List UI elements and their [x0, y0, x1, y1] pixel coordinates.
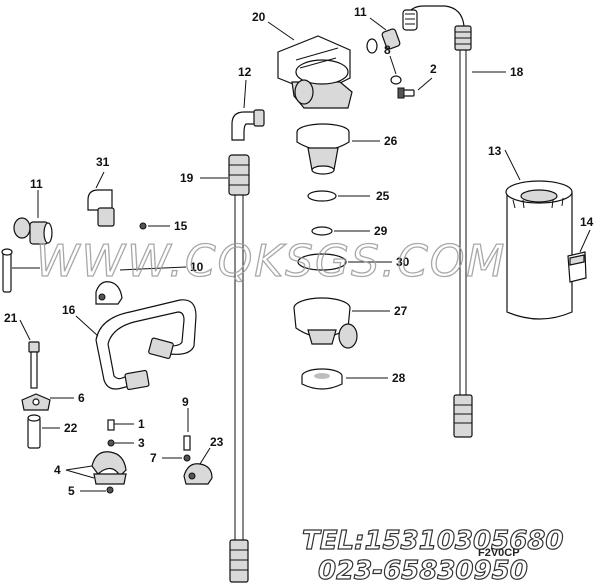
housing-27 [293, 297, 358, 349]
callout-10: 10 [190, 260, 204, 274]
filter-head-20 [277, 35, 353, 109]
bolt-21 [28, 341, 40, 389]
callout-2: 2 [430, 62, 437, 76]
spacer-22 [27, 414, 41, 449]
callout-16: 16 [62, 303, 76, 317]
callout-8: 8 [384, 43, 391, 57]
label-sheet-14 [567, 251, 587, 283]
adapter-26 [296, 123, 350, 175]
callout-30: 30 [396, 255, 410, 269]
callout-6: 6 [78, 391, 85, 405]
callout-9: 9 [182, 395, 189, 409]
nut-28 [301, 368, 343, 390]
callout-27: 27 [394, 304, 408, 318]
callout-13: 13 [488, 144, 502, 158]
callout-labels: 20 11 8 2 18 12 26 19 31 11 25 13 15 29 … [4, 5, 594, 498]
callout-5: 5 [68, 484, 75, 498]
callout-20: 20 [252, 10, 266, 24]
drawing-code: F2V0CP [478, 547, 520, 559]
fitting-11-top [366, 28, 401, 54]
tube-19 [228, 154, 250, 583]
o-ring-25 [307, 190, 337, 202]
tube-16 [95, 299, 197, 391]
fitting-11-left [13, 217, 53, 245]
seal-29 [311, 226, 333, 236]
elbow-fitting-12 [231, 109, 265, 141]
callout-18: 18 [510, 65, 524, 79]
callout-25: 25 [376, 189, 390, 203]
callout-11-left: 11 [30, 177, 43, 191]
callout-21: 21 [4, 311, 18, 325]
callout-23: 23 [210, 435, 224, 449]
contact-tel: TEL:15310305680 [302, 526, 563, 556]
leader-lines [12, 17, 591, 492]
bolt-2 [397, 87, 415, 99]
callout-19: 19 [180, 171, 194, 185]
clamp-6 [21, 393, 51, 411]
gasket-30 [297, 253, 347, 271]
washer-8 [390, 75, 402, 85]
callout-11-top: 11 [354, 5, 367, 19]
clamp-23 [183, 463, 213, 485]
contact-phone: 023-65830950 [318, 556, 528, 585]
pin-21-top [1, 248, 13, 293]
bracket-assembly-4 [91, 419, 127, 494]
watermark: WWW.CQKSGS.COM [36, 236, 506, 287]
callout-15: 15 [174, 219, 188, 233]
filter-cartridge-13 [505, 180, 573, 320]
callout-14: 14 [580, 215, 594, 229]
callout-31: 31 [96, 155, 110, 169]
callout-3: 3 [138, 436, 145, 450]
plug-15 [139, 222, 147, 230]
callout-7: 7 [150, 451, 157, 465]
callout-29: 29 [374, 224, 388, 238]
callout-4: 4 [54, 463, 61, 477]
elbow-fitting-31 [87, 189, 115, 227]
callout-12: 12 [238, 65, 252, 79]
callout-22: 22 [64, 421, 78, 435]
callout-1: 1 [138, 417, 145, 431]
tube-18 [402, 5, 473, 438]
callout-28: 28 [392, 371, 406, 385]
bolt-9 [183, 435, 191, 462]
clamp-10 [95, 281, 123, 305]
callout-26: 26 [384, 134, 398, 148]
